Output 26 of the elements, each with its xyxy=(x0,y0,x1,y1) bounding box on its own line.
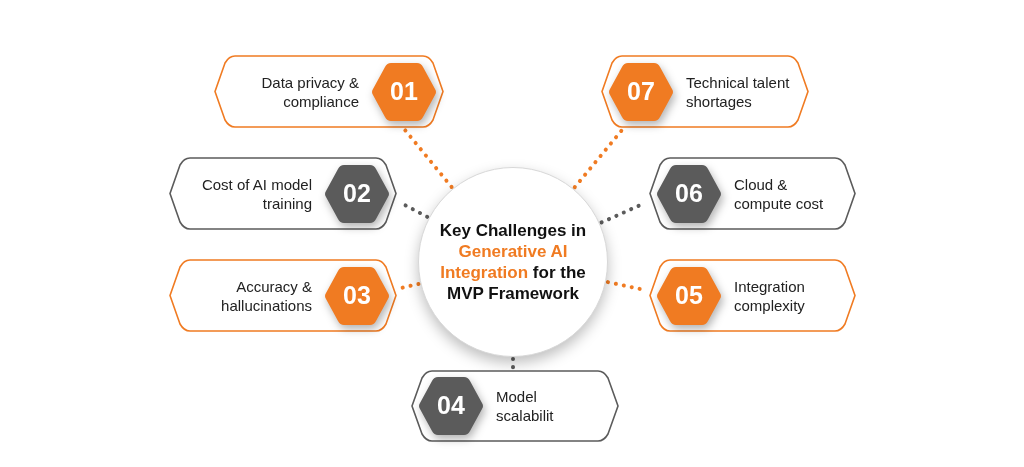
challenge-card xyxy=(410,370,620,442)
challenge-card xyxy=(600,55,810,128)
challenge-label: Data privacy & compliance xyxy=(260,72,359,111)
number-badge: 07 xyxy=(608,60,674,123)
challenge-card xyxy=(168,157,398,230)
challenge-label: Technical talent shortages xyxy=(686,72,791,111)
challenge-label: Cloud & compute cost xyxy=(734,174,825,213)
challenge-card xyxy=(648,157,857,230)
number-badge: 02 xyxy=(324,162,390,225)
number-badge: 04 xyxy=(418,375,484,437)
number-badge: 05 xyxy=(656,264,722,327)
challenge-card xyxy=(213,55,445,128)
number-badge: 03 xyxy=(324,264,390,327)
challenge-label: Accuracy & hallucinations xyxy=(220,276,312,315)
challenge-card xyxy=(168,259,398,332)
dotted-connector xyxy=(572,128,624,190)
challenge-label: Cost of AI model training xyxy=(200,174,312,213)
number-badge: 01 xyxy=(371,60,437,123)
dotted-connector xyxy=(511,357,515,370)
challenge-label: Integration complexity xyxy=(734,276,806,315)
title-text: Key Challenges in Generative AI Integration for the MVP Framework xyxy=(438,220,588,304)
challenge-card xyxy=(648,259,857,332)
challenge-label: Model scalabilit xyxy=(496,387,555,425)
dotted-connector xyxy=(399,281,421,290)
number-badge: 06 xyxy=(656,162,722,225)
dotted-connector xyxy=(403,128,454,189)
